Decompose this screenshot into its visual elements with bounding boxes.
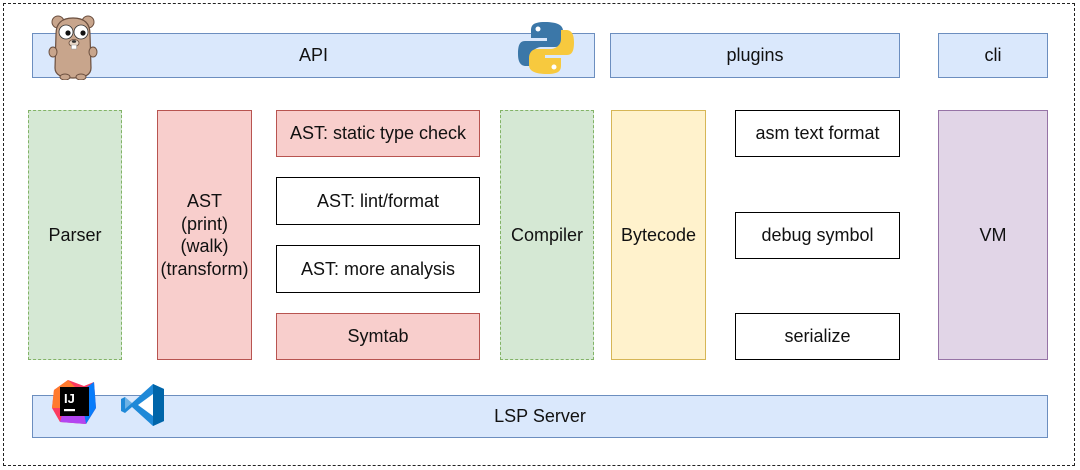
vscode-icon: [121, 384, 164, 426]
symtab-label: Symtab: [347, 326, 409, 347]
debug-symbol-box: debug symbol: [735, 212, 900, 259]
plugins-box: plugins: [610, 33, 900, 78]
symtab-box: Symtab: [276, 313, 480, 360]
ast-static-type-check-label: AST: static type check: [289, 123, 467, 144]
intellij-icon-text: IJ: [64, 391, 75, 406]
ast-label: AST: [186, 191, 222, 211]
parser-label: Parser: [48, 224, 102, 245]
intellij-idea-icon: IJ: [52, 380, 96, 424]
serialize-box: serialize: [735, 313, 900, 360]
asm-text-format-label: asm text format: [755, 123, 880, 144]
ast-walk-label: (walk): [180, 236, 229, 256]
ast-more-analysis-box: AST: more analysis: [276, 245, 480, 293]
debug-symbol-label: debug symbol: [761, 225, 874, 246]
plugins-label: plugins: [726, 45, 784, 66]
go-gopher-icon: [48, 15, 98, 80]
vm-label: VM: [979, 224, 1007, 245]
serialize-label: serialize: [784, 326, 851, 347]
vm-box: VM: [938, 110, 1048, 360]
api-label: API: [298, 45, 328, 66]
lsp-server-label: LSP Server: [494, 406, 586, 427]
compiler-label: Compiler: [510, 224, 584, 245]
ast-box: AST (print) (walk) (transform): [157, 110, 252, 360]
ast-lint-format-label: AST: lint/format: [316, 190, 440, 211]
python-logo-icon: [518, 22, 574, 74]
bytecode-label: Bytecode: [620, 224, 697, 245]
ast-transform-label: (transform): [160, 258, 249, 279]
api-box: API: [32, 33, 595, 78]
compiler-box: Compiler: [500, 110, 594, 360]
outer-dashed-frame: [3, 3, 1075, 466]
ast-lint-format-box: AST: lint/format: [276, 177, 480, 225]
asm-text-format-box: asm text format: [735, 110, 900, 157]
cli-label: cli: [984, 45, 1002, 66]
parser-box: Parser: [28, 110, 122, 360]
cli-box: cli: [938, 33, 1048, 78]
ast-more-analysis-label: AST: more analysis: [300, 258, 456, 279]
ast-static-type-check-box: AST: static type check: [276, 110, 480, 157]
bytecode-box: Bytecode: [611, 110, 706, 360]
ast-print-label: (print): [180, 213, 228, 234]
lsp-server-box: LSP Server: [32, 395, 1048, 438]
